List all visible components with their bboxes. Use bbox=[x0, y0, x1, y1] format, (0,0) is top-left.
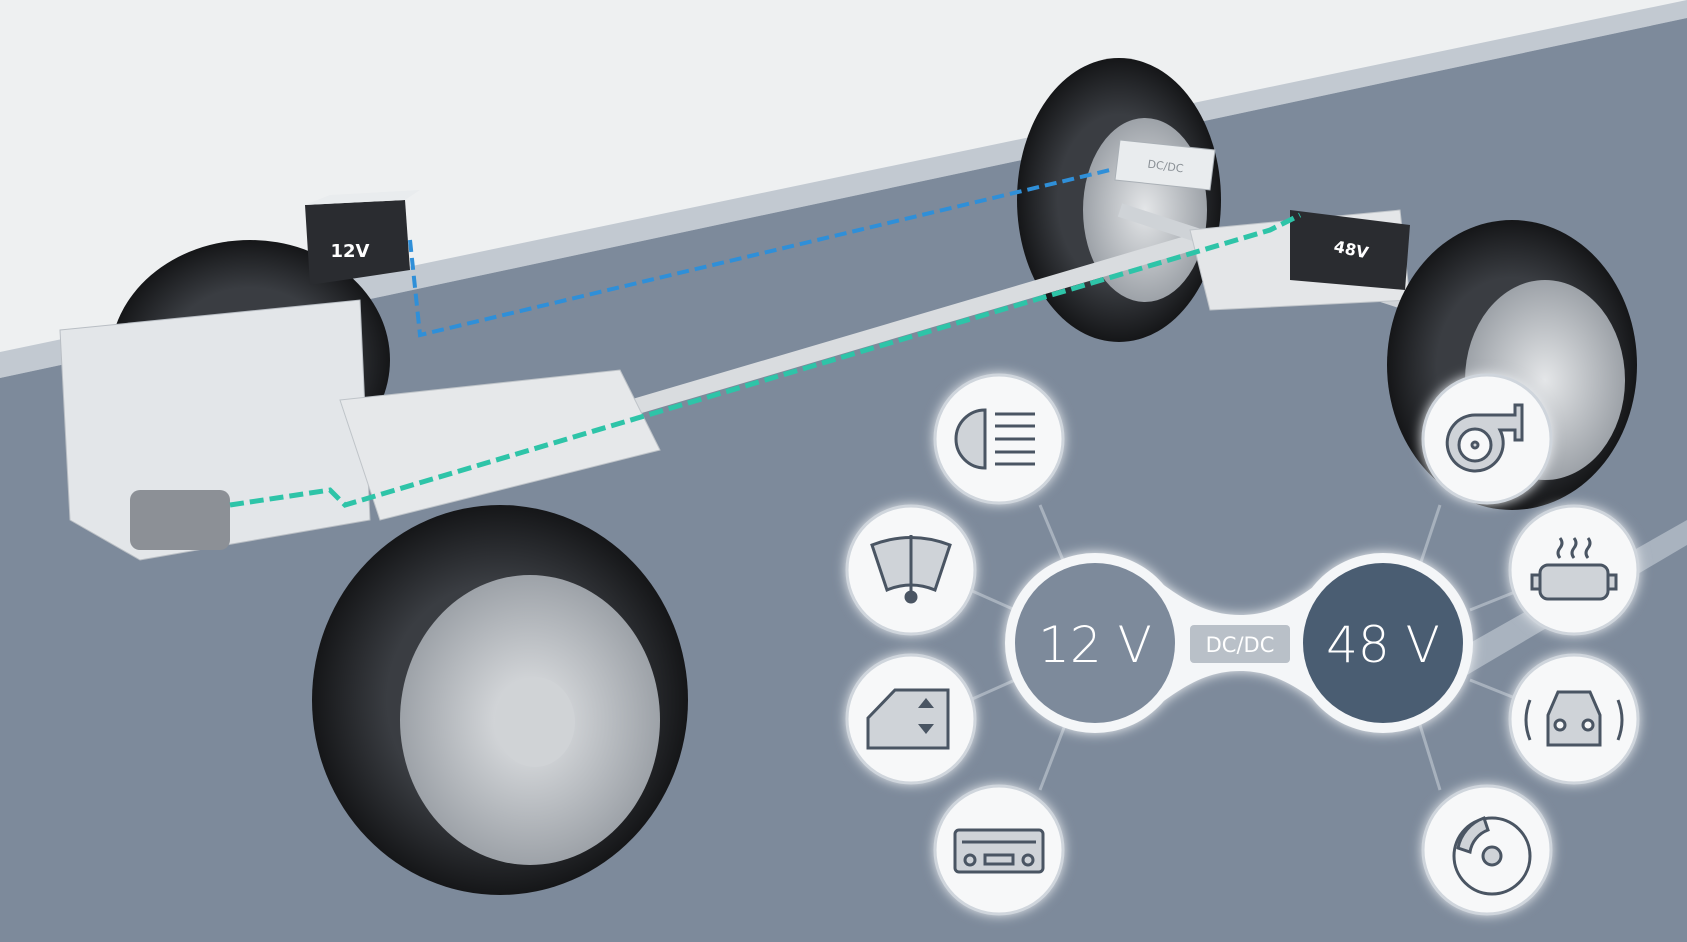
dc-dc-label: DC/DC bbox=[1206, 633, 1275, 657]
node-48v bbox=[1303, 563, 1463, 723]
active-roll-stabilization-icon bbox=[1524, 690, 1624, 747]
turbocharger-icon bbox=[1445, 403, 1524, 473]
radio-icon bbox=[953, 828, 1045, 874]
converter-label: DC/DC bbox=[1147, 158, 1185, 176]
battery-48v: 48V bbox=[1290, 210, 1410, 290]
node-12v bbox=[1015, 563, 1175, 723]
front-left-wheel bbox=[312, 505, 688, 895]
wiper-icon bbox=[870, 535, 952, 604]
brake-disc-icon bbox=[1452, 816, 1532, 896]
engine bbox=[59, 299, 371, 561]
headlight-icon bbox=[954, 408, 1035, 470]
cable-48v bbox=[229, 212, 1302, 508]
connector-lines bbox=[969, 504, 1521, 791]
dc-dc-badge bbox=[1190, 625, 1290, 663]
battery-12v-label: 12V bbox=[331, 241, 370, 262]
low-voltage-label: 12 V bbox=[1038, 616, 1152, 674]
road-edge bbox=[0, 0, 1687, 378]
rear-right-wheel bbox=[1017, 58, 1221, 342]
cable-12v bbox=[408, 168, 1111, 338]
battery-12v: 12V bbox=[305, 190, 420, 285]
heated-catalyst-icon bbox=[1530, 537, 1618, 601]
power-window-icon bbox=[866, 688, 950, 750]
high-voltage-label: 48 V bbox=[1326, 616, 1440, 674]
dc-dc-converter: DC/DC bbox=[1114, 139, 1216, 191]
